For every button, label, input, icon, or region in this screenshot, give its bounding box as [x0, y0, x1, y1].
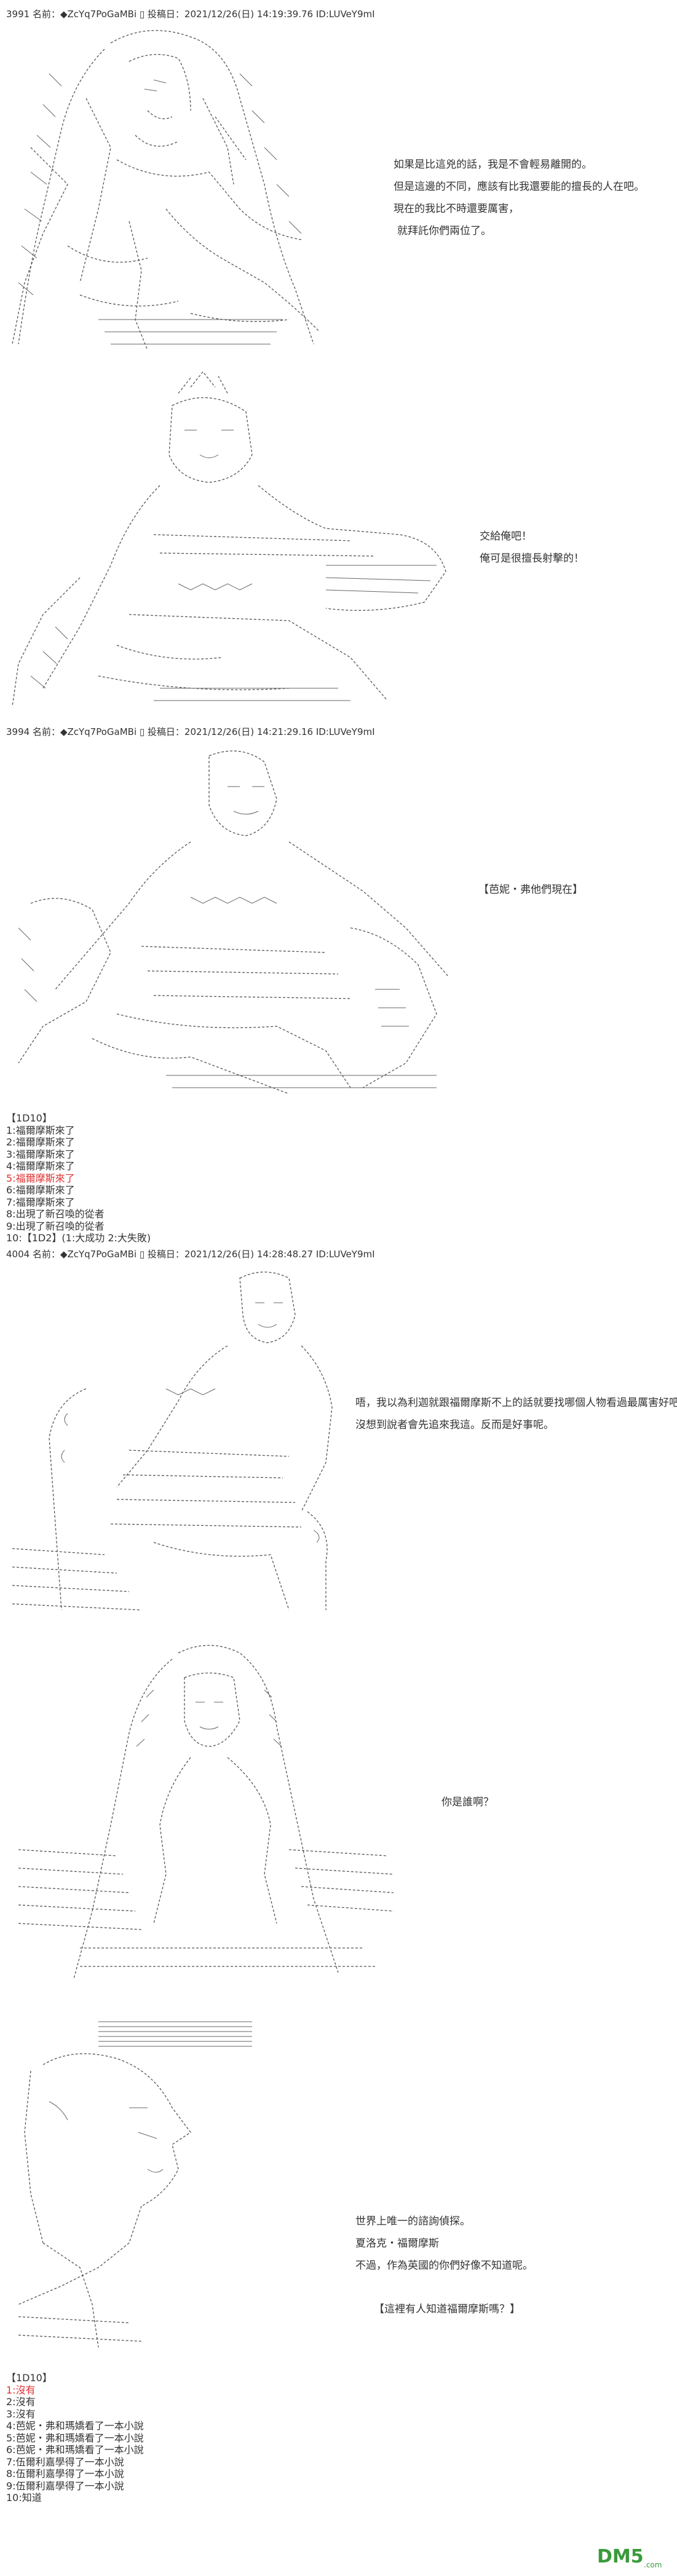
ascii-art-figure-long-hair	[6, 25, 338, 356]
dialogue-line: 但是這邊的不同，應該有比我還要能的擅長的人在吧。	[394, 181, 644, 193]
dialogue-line: 夏洛克・福爾摩斯	[355, 2237, 439, 2250]
ascii-art-figure-with-gun	[6, 369, 449, 713]
dice-option: 4:芭妮・弗和瑪嬌看了一本小說	[6, 2420, 144, 2432]
dice-title: 【1D10】	[6, 2372, 52, 2384]
post-header: 4004 名前：◆ZcYq7PoGaMBi ▯ 投稿日：2021/12/26(日…	[6, 1249, 375, 1260]
dice-option: 7:伍爾利嘉學得了一本小說	[6, 2456, 124, 2468]
dice-option: 1:福爾摩斯來了	[6, 1124, 75, 1136]
watermark-logo-text: DM5	[597, 2546, 644, 2567]
dice-option: 8:伍爾利嘉學得了一本小說	[6, 2468, 124, 2480]
dialogue-line: 你是誰啊？	[441, 1796, 494, 1808]
dice-option: 5:芭妮・弗和瑪嬌看了一本小說	[6, 2432, 144, 2444]
dialogue-line: 不過，作為英國的你們好像不知道呢。	[355, 2260, 533, 2272]
dice-option: 6:芭妮・弗和瑪嬌看了一本小說	[6, 2444, 144, 2456]
dialogue-line: 【芭妮・弗他們現在】	[478, 884, 583, 896]
dialogue-line: 沒想到說者會先追來我這。反而是好事呢。	[355, 1419, 554, 1431]
dialogue-line: 如果是比這兇的話，我是不會輕易離開的。	[394, 159, 592, 171]
dice-option: 9:出現了新召喚的從者	[6, 1220, 105, 1232]
dice-option: 10:【1D2】(1:大成功 2:大失敗)	[6, 1232, 151, 1244]
dice-option: 8:出現了新召喚的從者	[6, 1208, 105, 1220]
dialogue-block: 世界上唯一的諮詢偵探。 夏洛克・福爾摩斯 不過，作為英國的你們好像不知道呢。	[355, 2210, 533, 2277]
dice-option: 7:福爾摩斯來了	[6, 1196, 75, 1208]
ascii-art-detective-profile	[6, 2009, 326, 2354]
dialogue-block: 【這裡有人知道福爾摩斯嗎？】	[374, 2298, 520, 2320]
dialogue-line: 就拜託你們兩位了。	[397, 225, 491, 237]
dice-option: 6:福爾摩斯來了	[6, 1184, 75, 1196]
dice-option: 3:沒有	[6, 2408, 36, 2420]
dialogue-line: 現在的我比不時還要厲害，	[394, 203, 519, 215]
dice-title: 【1D10】	[6, 1112, 52, 1124]
site-watermark: DM5 .com	[596, 2543, 668, 2570]
dice-choice-list: 【1D10】 1:沒有 2:沒有 3:沒有 4:芭妮・弗和瑪嬌看了一本小說 5:…	[6, 2372, 144, 2504]
dialogue-block: 如果是比這兇的話，我是不會輕易離開的。 但是這邊的不同，應該有比我還要能的擅長的…	[394, 154, 644, 242]
watermark-logo-suffix: .com	[644, 2561, 662, 2569]
dialogue-block: 交給俺吧！ 俺可是很擅長射擊的！	[480, 525, 584, 570]
ascii-art-figure-with-staff	[6, 1266, 350, 1622]
dice-option: 4:福爾摩斯來了	[6, 1160, 75, 1172]
dialogue-block: 你是誰啊？	[441, 1791, 494, 1813]
dice-option-highlighted: 5:福爾摩斯來了	[6, 1172, 75, 1184]
dialogue-line: 交給俺吧！	[480, 530, 532, 543]
dialogue-line: 世界上唯一的諮詢偵探。	[355, 2215, 470, 2228]
dialogue-block: 唔，我以為利迦就跟福爾摩斯不上的話就要找哪個人物看過最厲害好吧？…… 沒想到說者…	[355, 1392, 677, 1436]
dice-option: 2:沒有	[6, 2396, 36, 2408]
dice-option: 2:福爾摩斯來了	[6, 1136, 75, 1148]
dialogue-block: 【芭妮・弗他們現在】	[478, 879, 583, 901]
dice-option: 9:伍爾利嘉學得了一本小說	[6, 2480, 124, 2492]
dice-choice-list: 【1D10】 1:福爾摩斯來了 2:福爾摩斯來了 3:福爾摩斯來了 4:福爾摩斯…	[6, 1112, 151, 1244]
dice-option: 10:知道	[6, 2492, 42, 2503]
dialogue-line: 俺可是很擅長射擊的！	[480, 552, 584, 565]
post-header: 3994 名前：◆ZcYq7PoGaMBi ▯ 投稿日：2021/12/26(日…	[6, 726, 375, 737]
dice-option-highlighted: 1:沒有	[6, 2384, 36, 2396]
dialogue-line: 【這裡有人知道福爾摩斯嗎？】	[374, 2303, 520, 2315]
ascii-art-group-scene	[6, 744, 467, 1100]
ascii-art-long-haired-girl	[6, 1641, 400, 1985]
dialogue-line: 唔，我以為利迦就跟福爾摩斯不上的話就要找哪個人物看過最厲害好吧？……	[355, 1397, 677, 1409]
dice-option: 3:福爾摩斯來了	[6, 1148, 75, 1160]
post-header: 3991 名前：◆ZcYq7PoGaMBi ▯ 投稿日：2021/12/26(日…	[6, 9, 375, 20]
